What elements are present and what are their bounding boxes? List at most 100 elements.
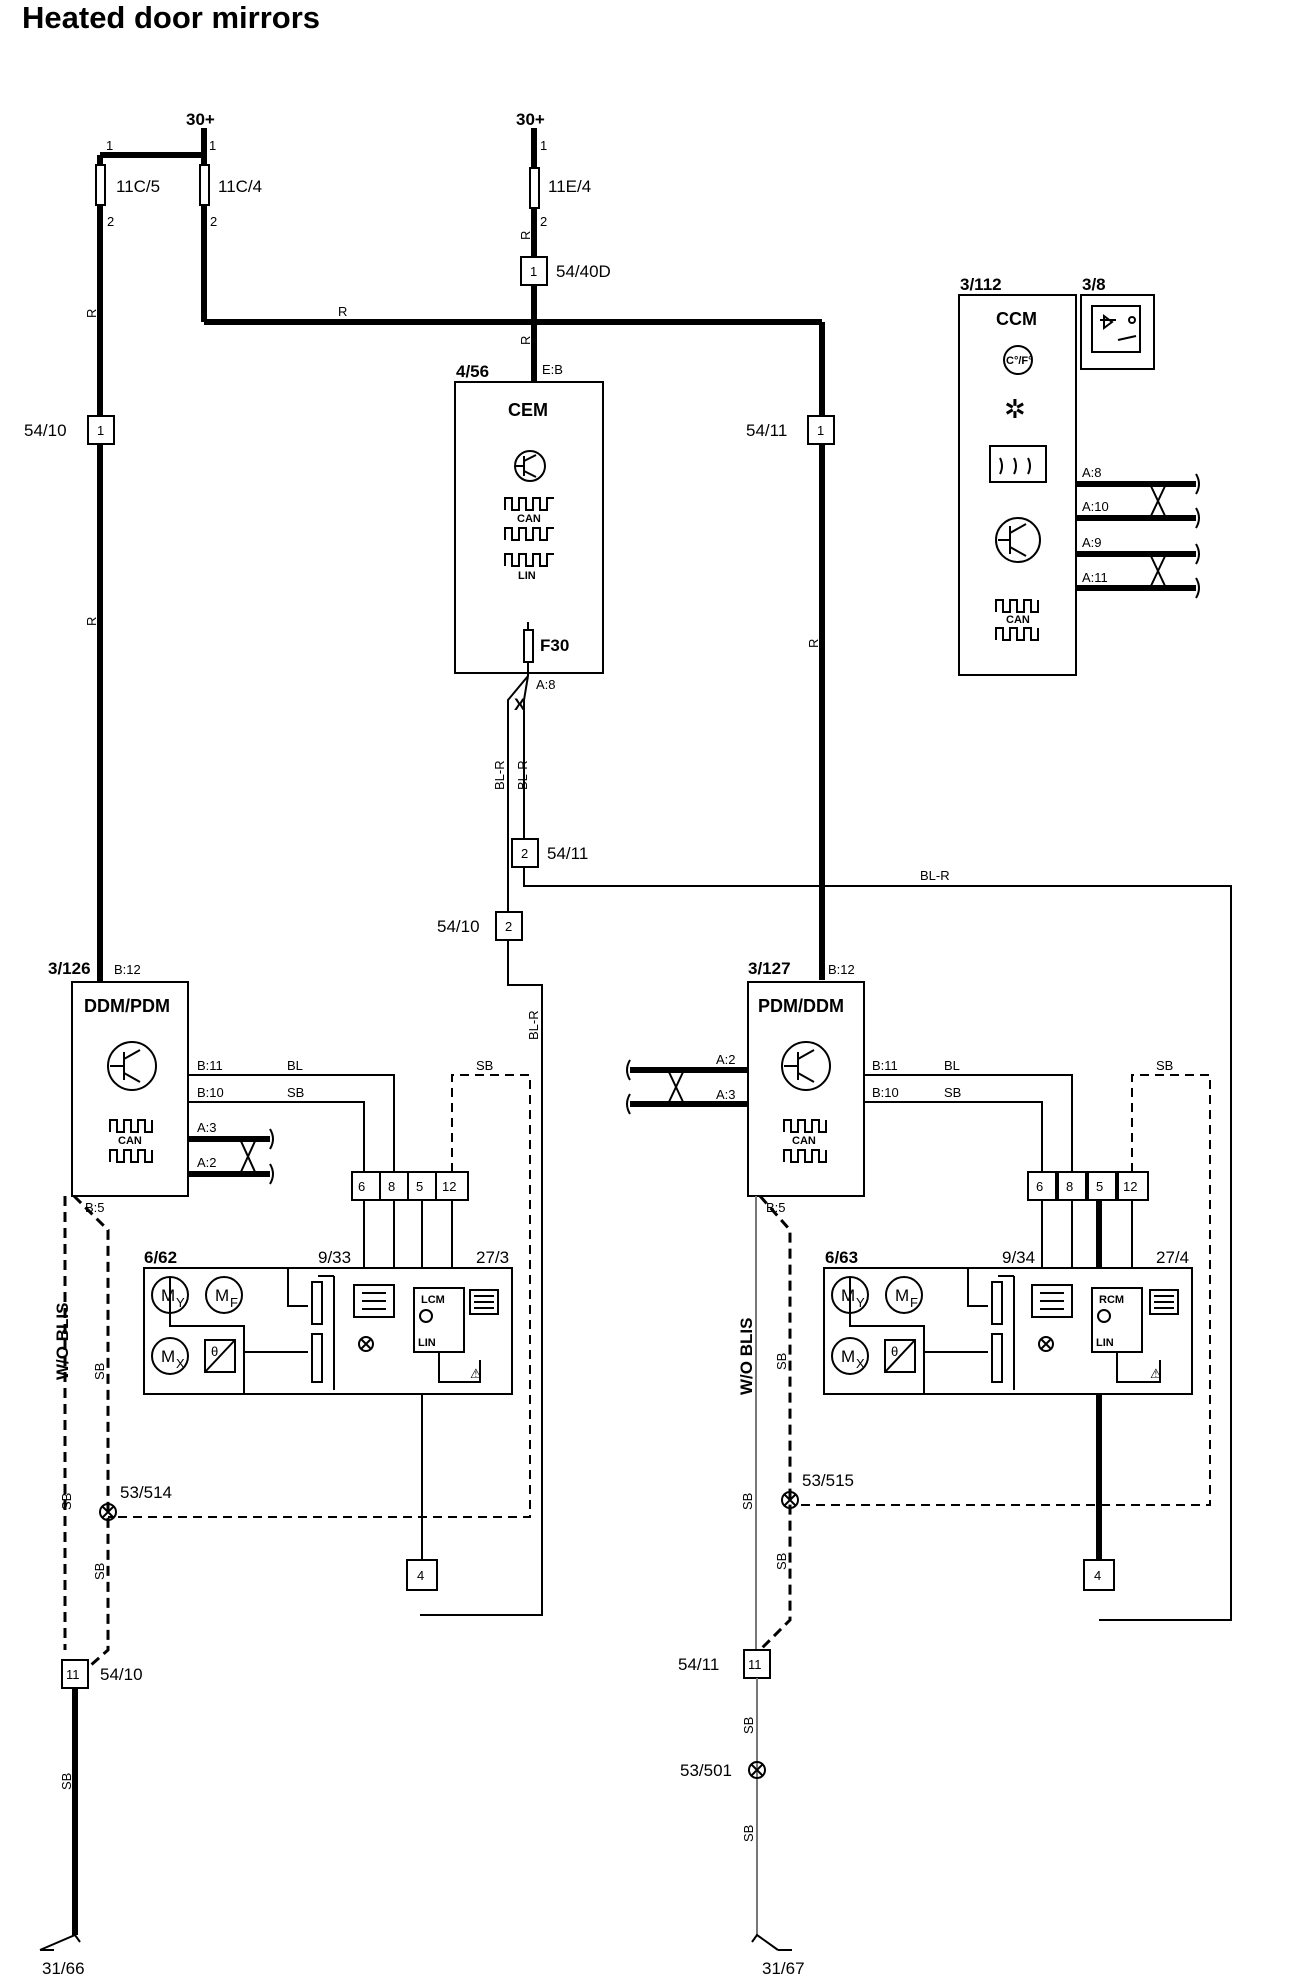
svg-text:1: 1	[817, 423, 824, 438]
mirror-left-block: 6/62 9/33 27/3 M Y M F M X θ	[143, 1248, 513, 1560]
svg-text:X: X	[856, 1356, 865, 1371]
svg-text:11C/5: 11C/5	[116, 177, 160, 196]
svg-text:BL-R: BL-R	[920, 868, 950, 883]
splice-53501-icon	[748, 1761, 766, 1779]
svg-text:A:9: A:9	[1082, 535, 1102, 550]
svg-text:SB: SB	[59, 1773, 74, 1790]
splice-53515-icon	[781, 1491, 799, 1509]
svg-text:PDM/DDM: PDM/DDM	[758, 996, 844, 1016]
svg-text:M: M	[215, 1286, 229, 1305]
cem-can-icon: CAN	[504, 497, 554, 541]
svg-text:LIN: LIN	[1096, 1337, 1114, 1349]
svg-text:2: 2	[107, 214, 114, 229]
svg-text:8: 8	[388, 1179, 395, 1194]
ccm-temperature-icon: C°/F°	[1003, 345, 1033, 375]
cem-transistor-icon	[514, 450, 546, 482]
svg-text:W/O BLIS: W/O BLIS	[737, 1318, 756, 1395]
supply-center-group: 30+ 1 11E/4 2 R 1 54/40D R	[516, 110, 611, 382]
fuse-11c5	[95, 164, 106, 206]
supply-label-center: 30+	[516, 110, 545, 129]
svg-text:A:3: A:3	[197, 1120, 217, 1135]
svg-text:R: R	[518, 231, 533, 240]
svg-text:31/67: 31/67	[762, 1959, 805, 1978]
svg-text:SB: SB	[1156, 1058, 1173, 1073]
supply-left-group: 30+ 1 1 11C/5 11C/4 2 2 R R R R 1 54/10 …	[24, 110, 835, 982]
svg-text:6/62: 6/62	[144, 1248, 177, 1267]
svg-text:12: 12	[1123, 1179, 1137, 1194]
svg-text:5: 5	[416, 1179, 423, 1194]
svg-text:53/501: 53/501	[680, 1761, 732, 1780]
motor-x-left-icon: M X	[151, 1337, 189, 1375]
potentiometer-right-icon	[924, 1268, 1015, 1390]
svg-text:B:11: B:11	[197, 1058, 223, 1073]
svg-text:CAN: CAN	[517, 513, 541, 525]
mirror-right-box	[823, 1267, 1193, 1395]
svg-text:B:11: B:11	[872, 1058, 898, 1073]
cem-module: 4/56 E:B CEM CAN LIN F30 A:8	[454, 362, 604, 692]
svg-text:SB: SB	[476, 1058, 493, 1073]
svg-text:A:2: A:2	[197, 1155, 217, 1170]
connector-5411-mid	[511, 838, 539, 868]
svg-text:9/34: 9/34	[1002, 1248, 1035, 1267]
svg-text:A:8: A:8	[536, 677, 556, 692]
svg-text:LIN: LIN	[418, 1337, 436, 1349]
lcm-module-icon: LCM LIN ⚠	[413, 1287, 499, 1383]
svg-text:3/127: 3/127	[748, 959, 791, 978]
svg-text:9/33: 9/33	[318, 1248, 351, 1267]
svg-text:54/10: 54/10	[24, 421, 67, 440]
heater-element-right-icon	[1031, 1284, 1073, 1318]
svg-text:B:5: B:5	[766, 1200, 786, 1215]
ddm-left-module: 3/126 B:12 DDM/PDM CAN B:11 B:10 A:3 A:2…	[48, 959, 395, 1215]
svg-text:CAN: CAN	[118, 1135, 142, 1147]
svg-text:CEM: CEM	[508, 400, 548, 420]
svg-text:LIN: LIN	[518, 570, 536, 582]
svg-text:M: M	[161, 1347, 175, 1366]
svg-text:SB: SB	[774, 1353, 789, 1370]
svg-text:53/515: 53/515	[802, 1471, 854, 1490]
pdm-right-module: 3/127 B:12 PDM/DDM CAN A:2 A:3 B:11 B:10…	[626, 959, 1073, 1215]
svg-text:B:10: B:10	[872, 1085, 899, 1100]
svg-text:54/11: 54/11	[746, 421, 787, 440]
mirror-right-block: 6/63 9/34 27/4 M Y M F M X θ	[823, 1248, 1193, 1395]
svg-text:11: 11	[66, 1667, 80, 1682]
svg-text:R: R	[806, 639, 821, 648]
thermistor-left-icon: θ	[204, 1339, 236, 1373]
svg-text:11: 11	[748, 1657, 762, 1672]
svg-text:BL: BL	[287, 1058, 303, 1073]
pdm-right-can-icon: CAN	[783, 1119, 827, 1163]
supply-label-left: 30+	[186, 110, 215, 129]
right-ground-path: 4 W/O BLIS SB SB SB 53/515 11 54/11 SB 5…	[678, 1195, 1115, 1978]
svg-text:6/63: 6/63	[825, 1248, 858, 1267]
svg-text:1: 1	[540, 138, 547, 153]
svg-text:54/10: 54/10	[100, 1665, 143, 1684]
svg-text:R: R	[338, 304, 347, 319]
ccm-heater-icon	[989, 445, 1047, 483]
svg-text:6: 6	[1036, 1179, 1043, 1194]
lamp-right-icon	[1038, 1336, 1054, 1352]
svg-text:5: 5	[1096, 1179, 1103, 1194]
svg-text:M: M	[895, 1286, 909, 1305]
svg-text:Y: Y	[856, 1295, 865, 1310]
potentiometer-left-icon	[244, 1268, 335, 1390]
svg-text:SB: SB	[287, 1085, 304, 1100]
svg-text:RCM: RCM	[1099, 1294, 1124, 1306]
svg-text:SB: SB	[741, 1717, 756, 1734]
svg-text:54/11: 54/11	[678, 1655, 719, 1674]
svg-text:2: 2	[210, 214, 217, 229]
ccm-transistor-icon	[995, 517, 1041, 563]
pdm-right-transistor-icon	[781, 1041, 831, 1091]
connector-5411-top	[807, 415, 835, 445]
svg-text:F30: F30	[540, 636, 569, 655]
cem-output-wires: X BL-R BL-R 2 54/11 BL-R 2 54/10 BL-R	[420, 675, 1232, 1621]
svg-text:1: 1	[209, 138, 216, 153]
svg-text:SB: SB	[59, 1493, 74, 1510]
ccm-can-icon: CAN	[995, 599, 1039, 641]
svg-text:11C/4: 11C/4	[218, 177, 262, 196]
svg-text:A:11: A:11	[1082, 570, 1108, 585]
svg-text:LCM: LCM	[421, 1294, 445, 1306]
svg-text:54/11: 54/11	[547, 844, 588, 863]
switch-3-8: 3/8	[1080, 275, 1155, 370]
svg-text:X: X	[514, 695, 526, 714]
svg-text:R: R	[518, 336, 533, 345]
